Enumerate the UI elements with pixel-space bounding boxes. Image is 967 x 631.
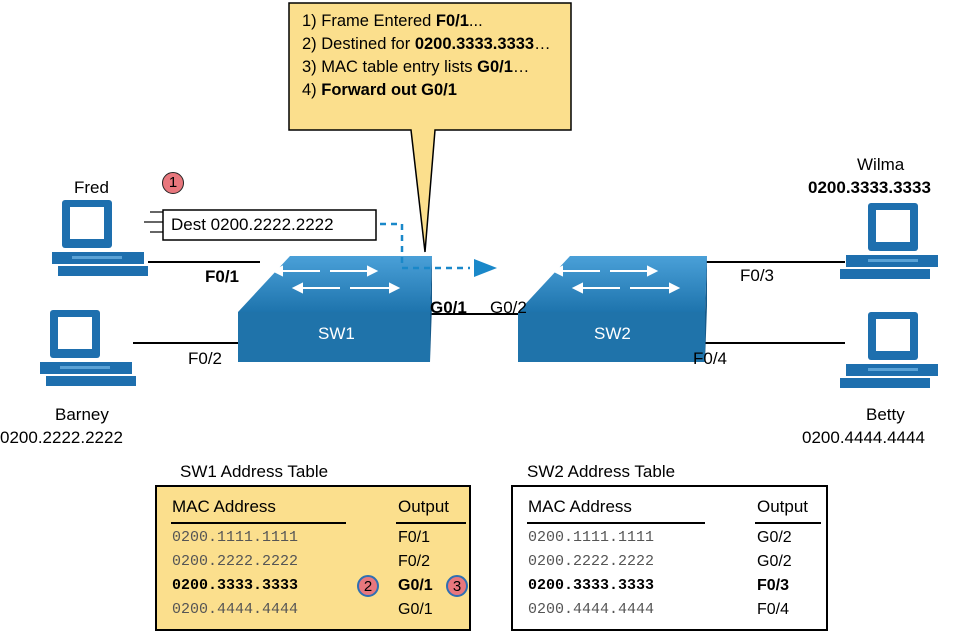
table-row-output: G0/2 xyxy=(757,553,792,570)
sw1-switch-icon xyxy=(238,256,432,362)
sw2-address-table: MAC Address Output 0200.1111.1111 G0/2 0… xyxy=(511,485,828,631)
sw2-output-rule xyxy=(755,522,821,524)
table-row-output: F0/4 xyxy=(757,601,790,618)
fred-pc-icon xyxy=(52,200,148,276)
betty-label: Betty xyxy=(866,405,905,424)
table-row-mac: 0200.4444.4444 xyxy=(528,601,655,618)
table-row-mac: 0200.4444.4444 xyxy=(172,601,299,618)
callout-line-4: 4) Forward out G0/1 xyxy=(302,81,457,99)
sw1-col-output: Output xyxy=(398,497,450,516)
forward-arrow xyxy=(380,222,470,270)
sw2-col-mac: MAC Address xyxy=(528,497,632,516)
betty-pc-icon xyxy=(840,312,938,388)
table-row-mac: 0200.1111.1111 xyxy=(528,529,655,546)
port-sw1-f02: F0/2 xyxy=(188,349,223,368)
port-sw2-f04: F0/4 xyxy=(693,349,728,368)
sw1-label: SW1 xyxy=(318,324,355,343)
sw1-output-rule xyxy=(396,522,466,524)
port-sw2-g02: G0/2 xyxy=(490,298,527,317)
betty-mac: 0200.4444.4444 xyxy=(802,428,925,447)
callout-line-3: 3) MAC table entry lists G0/1… xyxy=(302,58,530,76)
sw2-switch-icon xyxy=(518,256,707,362)
callout-line-2: 2) Destined for 0200.3333.3333… xyxy=(302,35,551,53)
table-row-mac: 0200.2222.2222 xyxy=(528,553,655,570)
forward-arrowhead xyxy=(474,259,497,277)
step-2-badge: 2 xyxy=(357,575,379,597)
callout-text: 1) Frame Entered F0/1... 2) Destined for… xyxy=(302,10,572,102)
frame-motion-lines xyxy=(144,211,165,233)
callout-bubble xyxy=(288,2,572,253)
wilma-mac: 0200.3333.3333 xyxy=(808,178,931,197)
frame-box xyxy=(162,209,377,241)
table-row-output: F0/1 xyxy=(398,529,431,546)
barney-label: Barney xyxy=(55,405,109,424)
table-row-mac: 0200.2222.2222 xyxy=(172,553,299,570)
sw1-col-mac: MAC Address xyxy=(172,497,276,516)
callout-line-1: 1) Frame Entered F0/1... xyxy=(302,12,483,30)
sw1-address-table: MAC Address Output 0200.1111.1111 F0/1 0… xyxy=(155,485,471,631)
step-3-badge: 3 xyxy=(446,575,468,597)
sw1-mac-rule xyxy=(171,522,346,524)
table-row-mac: 0200.3333.3333 xyxy=(172,577,299,594)
step-1-badge: 1 xyxy=(162,172,184,194)
port-sw1-g01: G0/1 xyxy=(430,298,467,317)
wilma-label: Wilma xyxy=(857,155,905,174)
table-row-output: F0/3 xyxy=(757,577,790,594)
barney-mac: 0200.2222.2222 xyxy=(0,428,123,447)
sw2-label: SW2 xyxy=(594,324,631,343)
frame-label: Dest 0200.2222.2222 xyxy=(171,215,334,234)
table-row-mac: 0200.3333.3333 xyxy=(528,577,655,594)
sw2-table-title: SW2 Address Table xyxy=(527,462,676,481)
table-row-output: G0/1 xyxy=(398,601,433,618)
sw2-mac-rule xyxy=(527,522,705,524)
barney-pc-icon xyxy=(40,310,136,386)
wilma-pc-icon xyxy=(840,203,938,279)
table-row-output: F0/2 xyxy=(398,553,431,570)
sw2-col-output: Output xyxy=(757,497,809,516)
port-sw1-f01: F0/1 xyxy=(205,267,240,286)
sw1-table-title: SW1 Address Table xyxy=(180,462,329,481)
table-row-mac: 0200.1111.1111 xyxy=(172,529,299,546)
port-sw2-f03: F0/3 xyxy=(740,266,775,285)
table-row-output: G0/2 xyxy=(757,529,792,546)
table-row-output: G0/1 xyxy=(398,577,433,594)
fred-label: Fred xyxy=(74,178,109,197)
